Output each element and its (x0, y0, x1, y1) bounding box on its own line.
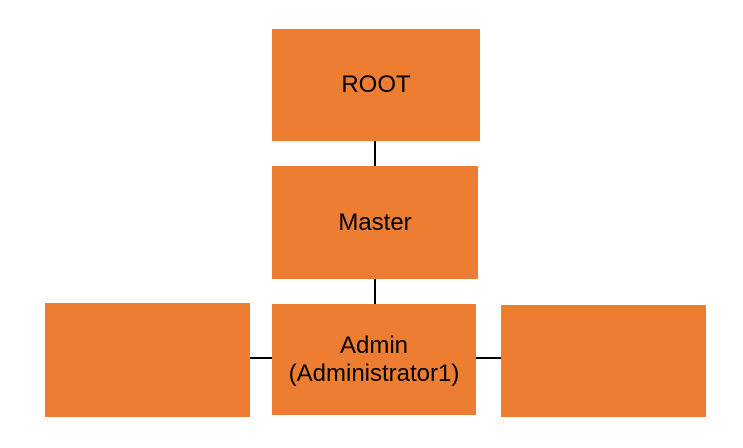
connector-leftchild-admin (250, 357, 272, 359)
connector-master-admin (374, 279, 376, 304)
connector-admin-rightchild (476, 357, 501, 359)
node-master-label: Master (338, 208, 412, 236)
node-left-child (45, 303, 250, 417)
node-root: ROOT (272, 29, 480, 141)
node-master: Master (272, 166, 478, 279)
node-admin-label: Admin (Administrator1) (288, 331, 460, 387)
node-root-label: ROOT (341, 71, 411, 99)
node-admin: Admin (Administrator1) (272, 304, 476, 415)
connector-root-master (374, 141, 376, 166)
node-right-child (501, 305, 706, 417)
